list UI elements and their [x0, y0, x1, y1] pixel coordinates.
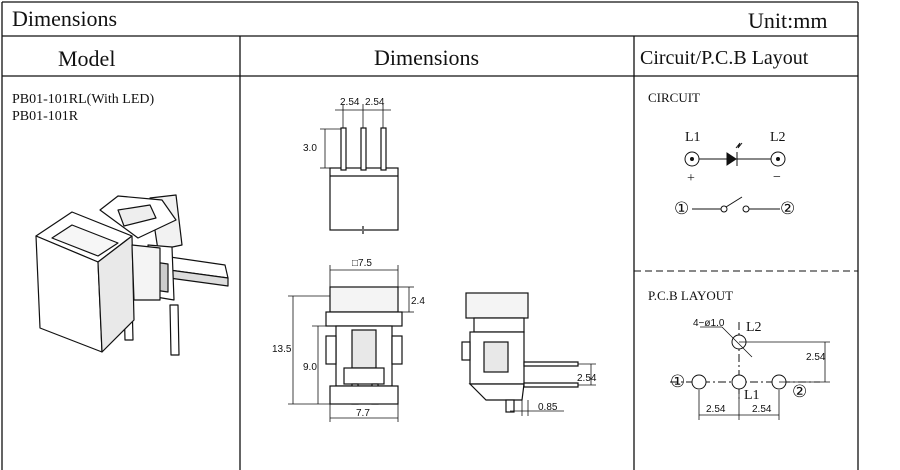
front-view-drawing	[288, 265, 414, 422]
side-view-drawing	[461, 292, 596, 416]
pcb-pitch-h1: 2.54	[706, 404, 726, 415]
minus-label: −	[773, 170, 781, 185]
column-header-dimensions: Dimensions	[374, 45, 480, 70]
pcb-layout-diagram	[670, 322, 830, 420]
table-grid	[1, 1, 859, 470]
hole-spec-label: 4−ø1.0	[693, 318, 725, 329]
cap-size-label: □7.5	[352, 258, 372, 269]
column-header-layout: Circuit/P.C.B Layout	[640, 47, 809, 69]
page-title: Dimensions	[12, 6, 118, 31]
column-header-model: Model	[58, 46, 116, 71]
circuit-diagram	[684, 142, 786, 213]
switch-terminal-2: ②	[780, 199, 796, 218]
model-item: PB01-101R	[12, 109, 79, 124]
side-pin-pitch-label: 2.54	[577, 373, 597, 384]
plus-label: +	[687, 171, 695, 186]
pin-length-label: 3.0	[303, 143, 317, 154]
pcb-pin-2: ②	[792, 382, 808, 401]
width-label: 7.7	[356, 408, 370, 419]
model-item: PB01-101RL(With LED)	[12, 92, 155, 107]
led-right-label: L2	[770, 130, 786, 145]
switch-terminal-1: ①	[674, 199, 690, 218]
pcb-title: P.C.B LAYOUT	[648, 288, 734, 303]
circuit-title: CIRCUIT	[648, 90, 700, 105]
body-height-label: 9.0	[303, 362, 317, 373]
led-left-label: L1	[685, 130, 701, 145]
pitch-left-label: 2.54	[340, 97, 360, 108]
top-view-drawing	[320, 104, 399, 236]
unit-label: Unit:mm	[748, 8, 828, 33]
switch-illustration	[35, 194, 229, 356]
pcb-l1-label: L1	[744, 388, 760, 403]
total-height-label: 13.5	[272, 344, 292, 355]
cap-height-label: 2.4	[411, 296, 425, 307]
pcb-pin-1: ①	[670, 372, 686, 391]
pcb-l2-label: L2	[746, 320, 762, 335]
side-offset-label: 0.85	[538, 402, 558, 413]
pcb-pitch-h2: 2.54	[752, 404, 772, 415]
pcb-pitch-v: 2.54	[806, 352, 826, 363]
pitch-right-label: 2.54	[365, 97, 385, 108]
